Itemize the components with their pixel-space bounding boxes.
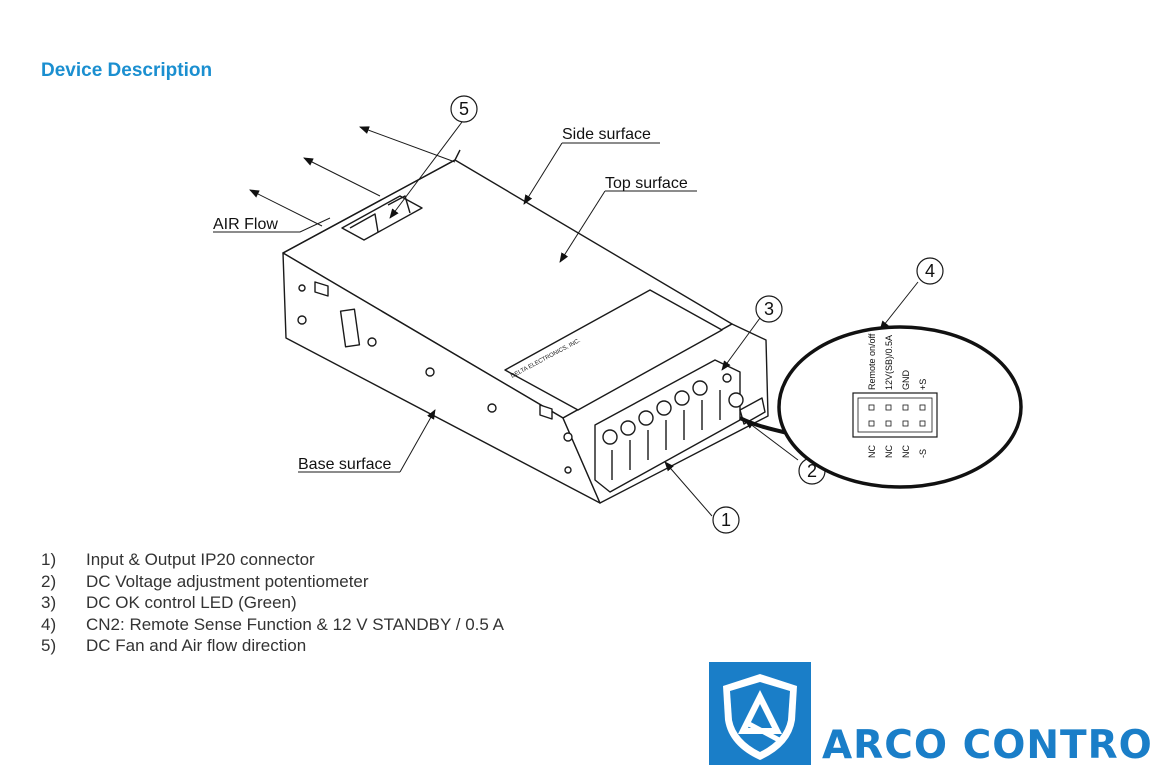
screw-hole xyxy=(297,315,307,325)
air-flow-label: AIR Flow xyxy=(213,216,278,233)
legend-number: 4) xyxy=(41,614,57,634)
cn2-header xyxy=(852,392,938,438)
screw-hole xyxy=(367,337,377,347)
cn2-detail-view: Remote on/off 12V(SB)/0.5A GND +S NC NC … xyxy=(739,325,1023,489)
legend-text: CN2: Remote Sense Function & 12 V STANDB… xyxy=(86,614,504,634)
side-surface-label: Side surface xyxy=(562,126,651,143)
potentiometer xyxy=(728,392,744,408)
dc-ok-led xyxy=(722,373,732,383)
screw-hole xyxy=(563,432,573,442)
pin-12v-standby: 12V(SB)/0.5A xyxy=(884,335,894,390)
legend-item: 4) CN2: Remote Sense Function & 12 V STAN… xyxy=(41,614,504,636)
callout-3: 3 xyxy=(755,295,783,323)
legend-number: 1) xyxy=(41,550,57,569)
component-legend: 1) Input & Output IP20 connector 2) DC Vol… xyxy=(41,549,504,657)
pin-minus-sense: -S xyxy=(918,449,928,458)
arco-control-logo-text: ARCO CONTROL xyxy=(822,723,1150,768)
side-slot xyxy=(339,308,361,348)
callout-3-number: 3 xyxy=(764,299,774,319)
legend-number: 5) xyxy=(41,636,57,656)
device-label-plate xyxy=(504,289,723,411)
screw-hole xyxy=(487,403,497,413)
legend-item: 2) DC Voltage adjustment potentiometer xyxy=(41,571,504,593)
leader-lines xyxy=(213,121,919,517)
callout-4-number: 4 xyxy=(925,261,935,281)
legend-item: 3) DC OK control LED (Green) xyxy=(41,592,504,614)
legend-item: 5) DC Fan and Air flow direction xyxy=(41,635,504,657)
legend-text: DC OK control LED (Green) xyxy=(86,593,297,613)
legend-text: DC Voltage adjustment potentiometer xyxy=(86,571,369,591)
screw-hole xyxy=(298,284,306,292)
screw-hole xyxy=(425,367,435,377)
pin-nc-3: NC xyxy=(901,445,911,458)
legend-number: 3) xyxy=(41,593,57,613)
callout-1-number: 1 xyxy=(721,510,731,530)
air-flow-arrows xyxy=(249,126,456,227)
callout-5: 5 xyxy=(450,95,478,123)
pin-gnd: GND xyxy=(901,370,911,391)
page-title: Device Description xyxy=(41,60,213,81)
callout-4: 4 xyxy=(916,257,944,285)
arco-shield-logo-icon xyxy=(709,662,811,765)
pin-nc-2: NC xyxy=(884,445,894,458)
power-supply-unit xyxy=(282,149,769,504)
top-surface-label: Top surface xyxy=(605,175,688,192)
callout-5-number: 5 xyxy=(459,99,469,119)
legend-item: 1) Input & Output IP20 connector xyxy=(41,549,504,571)
fan-window xyxy=(341,195,423,241)
pin-remote-on-off: Remote on/off xyxy=(867,333,877,390)
legend-text: DC Fan and Air flow direction xyxy=(86,636,307,656)
pin-plus-sense: +S xyxy=(918,379,928,390)
device-side-edge xyxy=(282,149,461,254)
legend-number: 2) xyxy=(41,571,57,591)
legend-text: Input & Output IP20 connector xyxy=(86,550,315,569)
callout-2-number: 2 xyxy=(807,461,817,481)
callout-1: 1 xyxy=(712,506,740,534)
pin-nc-1: NC xyxy=(867,445,877,458)
arco-control-logo xyxy=(709,662,811,765)
base-surface-label: Base surface xyxy=(298,456,391,473)
screw-hole xyxy=(564,466,572,474)
device-diagram: DELTA ELECTRONICS, INC. Side surface Top… xyxy=(213,95,1023,534)
